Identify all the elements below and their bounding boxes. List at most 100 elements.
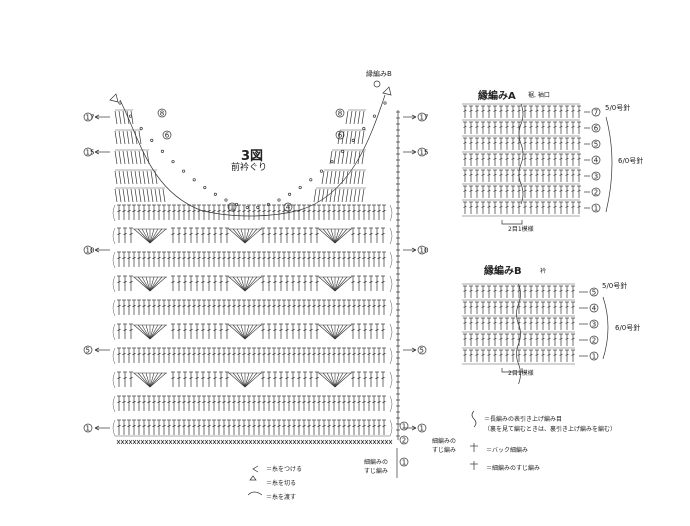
dc-cross (535, 321, 539, 324)
dc-cross (217, 352, 221, 356)
dc-cross (129, 280, 133, 284)
sc-x (216, 439, 221, 445)
dc-cross (469, 321, 473, 324)
neck-dc (154, 188, 158, 203)
fan-stitch (318, 372, 336, 388)
fan-stitch (244, 228, 250, 244)
dc-cross (547, 109, 551, 112)
dc-cross (123, 232, 127, 236)
fan-stitch (334, 276, 340, 292)
sc-x (116, 439, 121, 445)
sc-x (372, 439, 377, 445)
dc-cross (225, 232, 229, 236)
dc-cross (217, 209, 221, 213)
neck-dc (130, 170, 134, 185)
dc-cross (127, 209, 131, 213)
dc-cross (202, 352, 206, 356)
dc-cross (505, 189, 509, 192)
dc-cross (192, 424, 196, 428)
fan-stitch (149, 372, 159, 388)
row-number-left: 15 (86, 148, 95, 156)
dc-cross (327, 304, 331, 308)
fan-stitch (244, 228, 262, 244)
dc-cross (262, 304, 266, 308)
dc-cross (535, 337, 539, 340)
dc-cross (541, 305, 545, 308)
dc-cross (171, 232, 175, 236)
dc-cross (307, 209, 311, 213)
border-a-top-label: 5/0号針 (605, 104, 631, 112)
dc-cross (189, 328, 193, 332)
row-number-circle (399, 421, 409, 431)
dc-cross (475, 337, 479, 340)
dc-cross (327, 400, 331, 404)
dc-cross (493, 321, 497, 324)
dc-cross (171, 328, 175, 332)
dc-cross (505, 305, 509, 308)
sc-x (196, 439, 201, 445)
dc-cross (213, 328, 217, 332)
dc-cross (571, 337, 575, 340)
dc-cross (565, 353, 569, 356)
neck-dc (329, 170, 333, 185)
main-subtitle: 前衿ぐり (231, 163, 268, 173)
fan-stitch (133, 228, 151, 244)
dc-cross (571, 205, 575, 208)
dc-cross (337, 209, 341, 213)
picot (341, 149, 345, 153)
dc-cross (332, 256, 336, 260)
dc-cross (493, 305, 497, 308)
row-turn-right (389, 227, 393, 245)
fan-stitch (244, 276, 254, 292)
sc-x (132, 439, 137, 445)
dc-cross (302, 304, 306, 308)
dc-cross (182, 304, 186, 308)
border-a-row-number: 5 (594, 140, 598, 148)
dc-cross (553, 321, 557, 324)
border-b-row-number: 5 (592, 288, 596, 296)
dc-cross (493, 337, 497, 340)
neck-dc (114, 188, 118, 203)
dc-cross (127, 304, 131, 308)
dc-cross (167, 304, 171, 308)
dc-cross (252, 424, 256, 428)
dc-cross (571, 321, 575, 324)
sc-x (128, 439, 133, 445)
neck-number-circle (283, 202, 293, 212)
neck-dc (333, 188, 337, 203)
dc-cross (247, 352, 251, 356)
fan-stitch (334, 324, 348, 340)
dc-cross (247, 256, 251, 260)
row-turn-left (112, 227, 116, 245)
dc-cross (362, 352, 366, 356)
row-number-left: 1 (86, 424, 90, 432)
picot (160, 149, 164, 153)
dc-cross (475, 173, 479, 176)
dc-cross (357, 352, 361, 356)
fan-stitch (330, 324, 336, 340)
dc-cross (487, 337, 491, 340)
dc-cross (303, 280, 307, 284)
dc-cross (517, 109, 521, 112)
dc-cross (277, 256, 281, 260)
dc-cross (261, 280, 265, 284)
dc-cross (157, 256, 161, 260)
dc-cross (493, 289, 497, 292)
dc-cross (171, 376, 175, 380)
dc-cross (157, 209, 161, 213)
dc-cross (351, 376, 355, 380)
fan-stitch (232, 276, 246, 292)
dc-cross (242, 424, 246, 428)
dc-cross (577, 173, 581, 176)
picot (351, 138, 355, 142)
dc-cross (177, 424, 181, 428)
dc-cross (565, 337, 569, 340)
dc-cross (322, 209, 326, 213)
dc-cross (547, 141, 551, 144)
dc-cross (547, 337, 551, 340)
sc-x (224, 439, 229, 445)
sc-x (352, 439, 357, 445)
sc-x (328, 439, 333, 445)
dc-cross (282, 424, 286, 428)
sc-x (304, 439, 309, 445)
